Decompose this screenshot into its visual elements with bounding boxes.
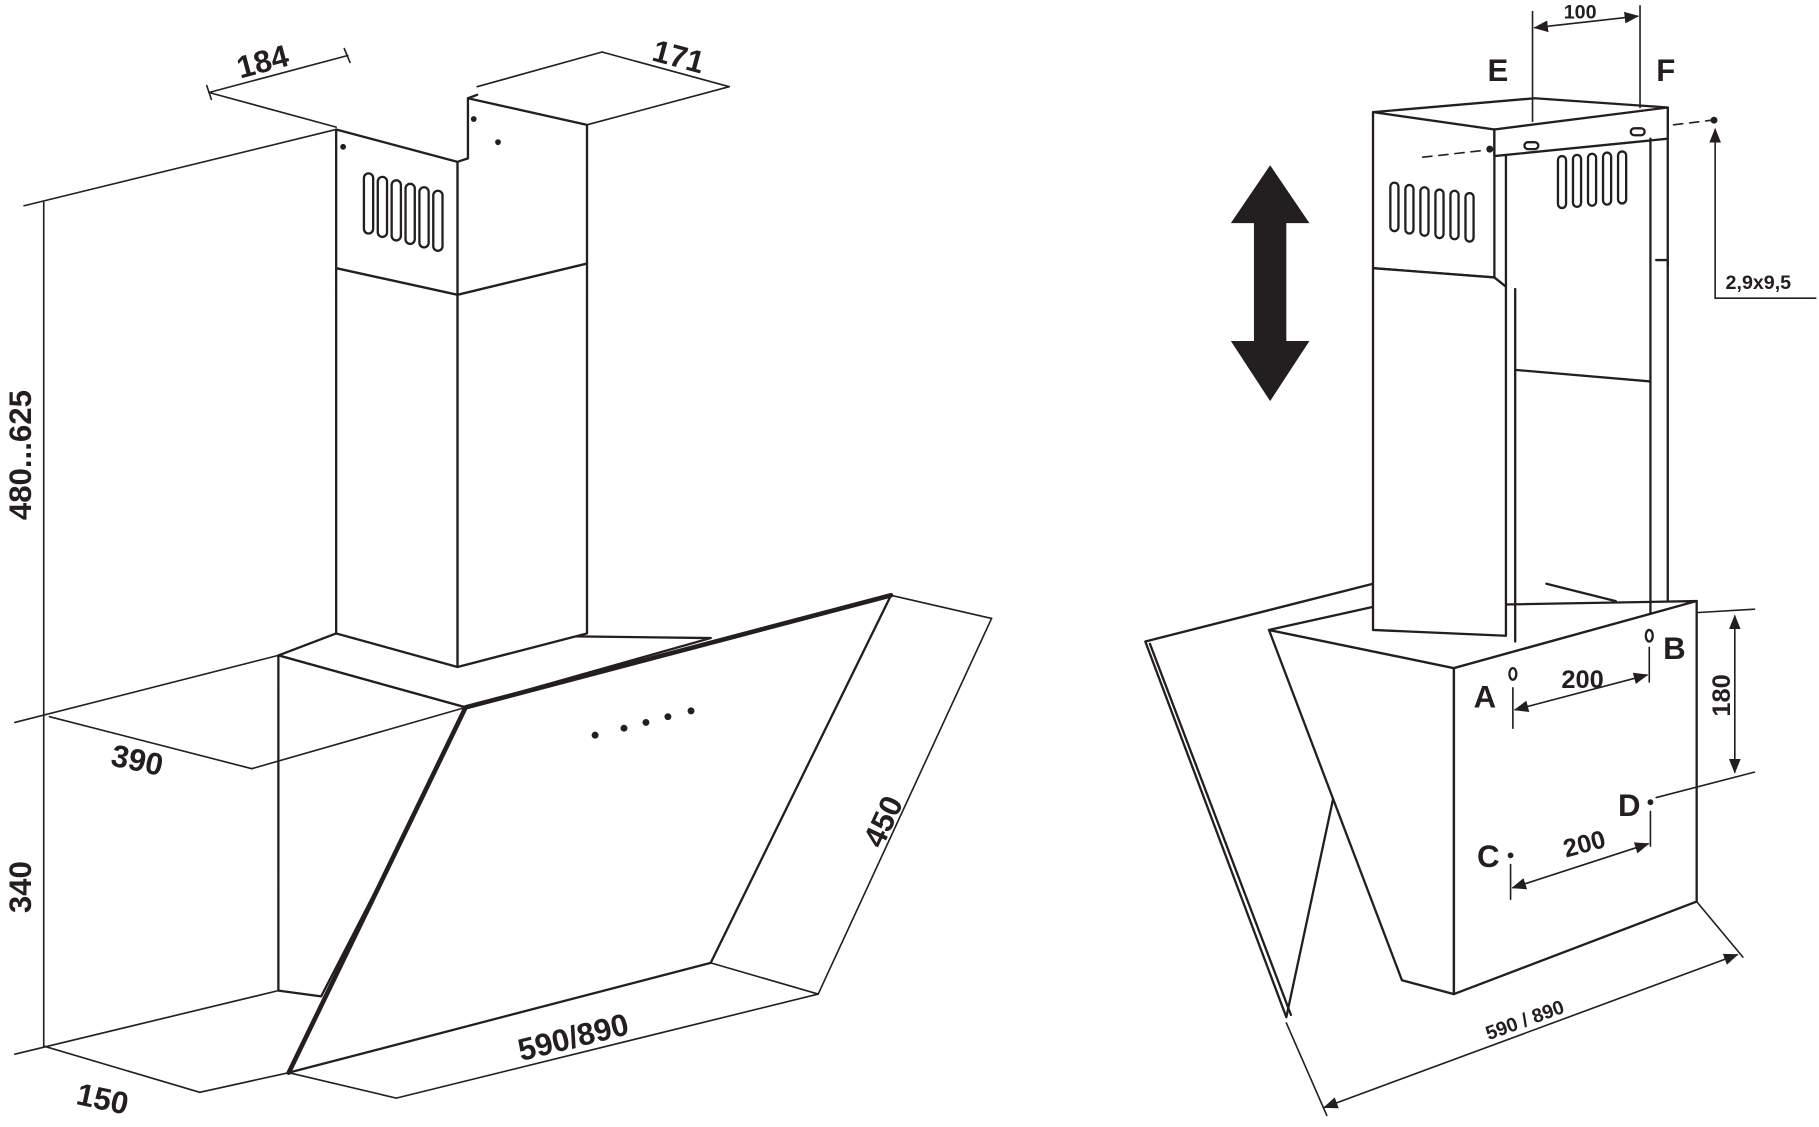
screw-size: 2,9x9,5 — [1726, 272, 1792, 294]
dim-chimney-depth: 171 — [649, 33, 708, 80]
left-view-hood — [277, 93, 894, 1075]
dim-width: 590/890 — [514, 1007, 632, 1068]
control-buttons — [591, 707, 695, 739]
label-f: F — [1656, 53, 1675, 88]
vent-slots — [362, 172, 444, 252]
label-b: B — [1663, 631, 1686, 666]
chimney-upper — [335, 128, 459, 296]
label-a: A — [1474, 679, 1497, 714]
dim-chimney-height: 480...625 — [3, 390, 38, 520]
adjust-arrow-icon — [1230, 165, 1310, 402]
dim-ab: 200 — [1561, 666, 1603, 694]
left-view-dimensions: 184 171 480...625 390 340 150 590/890 45… — [3, 33, 993, 1122]
label-c: C — [1477, 839, 1500, 874]
dim-chimney-width: 184 — [233, 38, 293, 85]
right-view-hood — [1144, 97, 1718, 1019]
dim-body-height: 340 — [3, 861, 38, 913]
chimney-lower — [335, 267, 459, 669]
dim-glass: 450 — [856, 791, 910, 853]
label-d: D — [1618, 788, 1641, 823]
dim-bottom-depth: 150 — [73, 1076, 131, 1121]
dim-width-right: 590 / 890 — [1483, 996, 1568, 1045]
label-e: E — [1487, 53, 1508, 88]
dim-bracket-spacing: 100 — [1564, 1, 1597, 23]
vent-slots — [1389, 150, 1628, 243]
dim-vertical: 180 — [1708, 674, 1736, 716]
